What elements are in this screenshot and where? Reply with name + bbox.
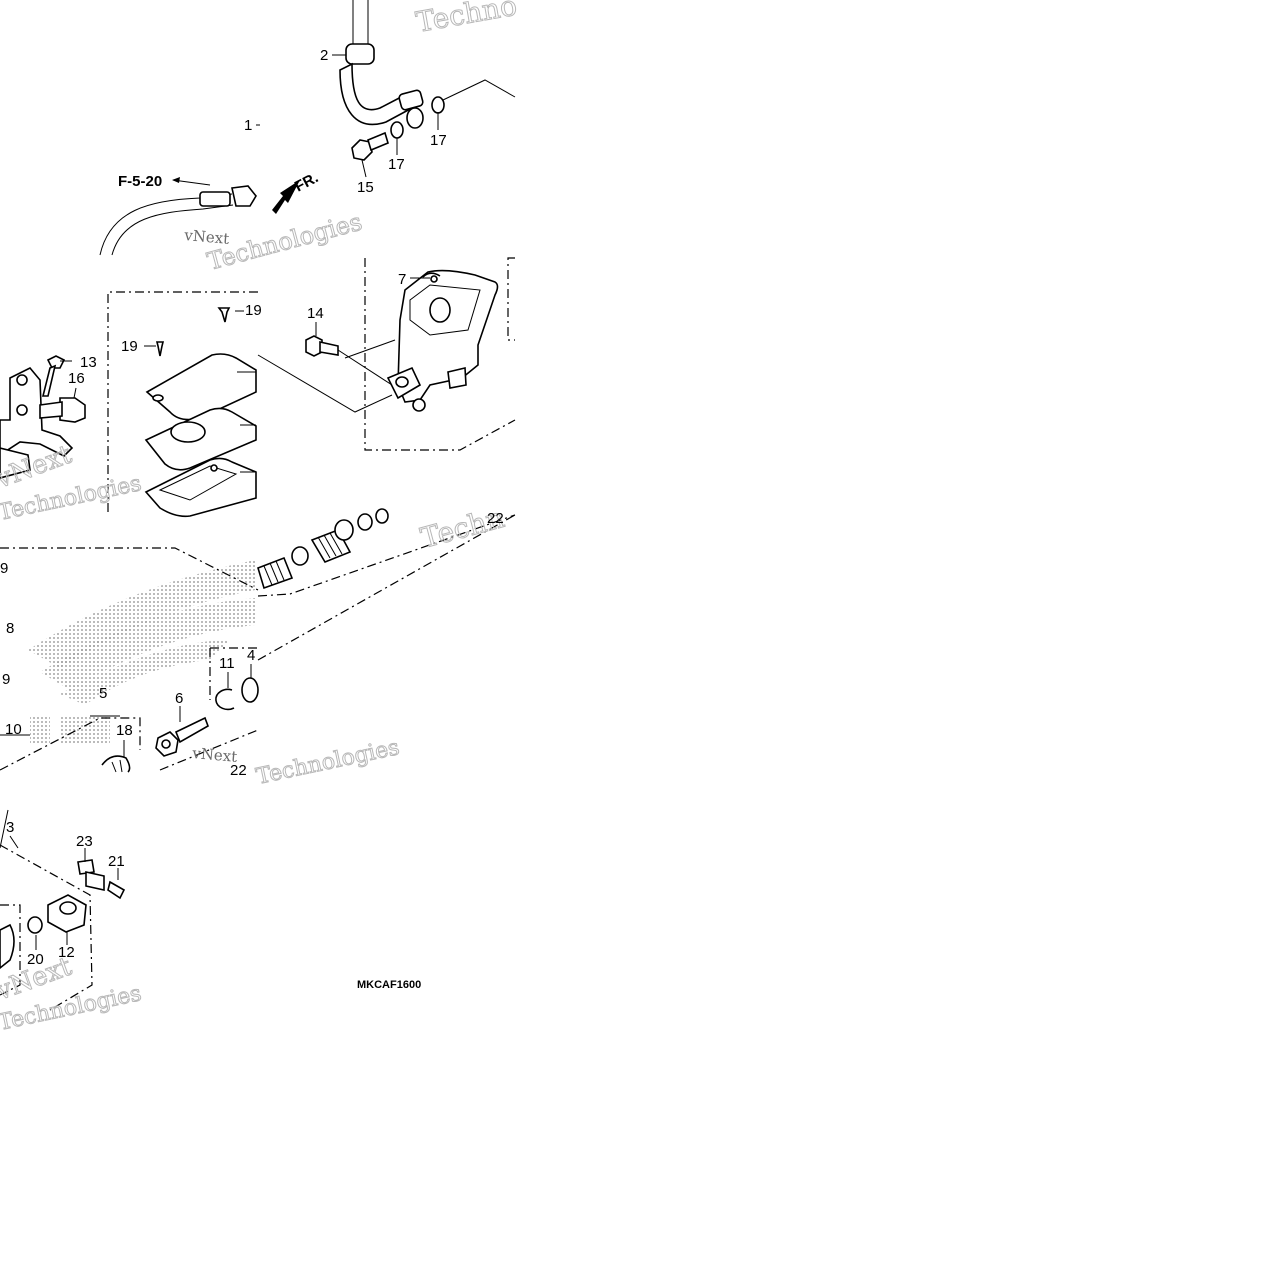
callout-leaders: [60, 54, 439, 399]
callout-14: 14: [307, 305, 324, 322]
reservoir-cap: [145, 353, 257, 421]
screw-19b: [217, 307, 231, 323]
reservoir-cover-group: [107, 291, 258, 518]
callout-20: 20: [27, 951, 44, 968]
watermark-vnext-a: vNext: [183, 226, 230, 248]
boot-4: [241, 677, 259, 703]
clip-18: [101, 755, 131, 773]
banjo-bolt: [351, 139, 373, 161]
callout-23: 23: [76, 833, 93, 850]
brake-hose-group: [99, 0, 516, 256]
callout-22b: 22: [230, 762, 247, 779]
callout-10: 10: [5, 721, 22, 738]
watermark-tech-a: Technologies: [204, 208, 365, 276]
push-rod-group: [0, 514, 516, 773]
callout-13: 13: [80, 354, 97, 371]
master-cylinder-body: [397, 269, 499, 403]
callout-3: 3: [6, 819, 14, 836]
callout-5: 5: [99, 685, 107, 702]
sealing-washer-17a: [431, 96, 445, 114]
banjo-washer: [406, 107, 424, 129]
watermarks: Techno vNext Technologies vNext Technolo…: [0, 0, 520, 1036]
brake-hose-bend: [339, 62, 414, 126]
sealing-washer-17b: [390, 121, 404, 139]
callout-17a: 17: [430, 132, 447, 149]
callout-22a: 22: [487, 510, 504, 527]
bolt-13: [46, 355, 66, 369]
hose-clamp: [345, 43, 375, 65]
callout-19a: 19: [121, 338, 138, 355]
callout-1: 1: [244, 117, 252, 134]
diaphragm: [144, 457, 257, 518]
seal-ring: [291, 546, 309, 566]
callout-16: 16: [68, 370, 85, 387]
callout-7: 7: [398, 271, 406, 288]
callout-19b: 19: [245, 302, 262, 319]
nut-16: [59, 397, 86, 423]
watermark-tech-c: Technologies: [254, 735, 402, 790]
snap-ring-11: [215, 688, 235, 711]
screw-19a: [155, 341, 165, 357]
callout-17b: 17: [388, 156, 405, 173]
callout-21: 21: [108, 853, 125, 870]
diagram-code: MKCAF1600: [357, 979, 421, 991]
nut-20: [27, 916, 43, 934]
callout-numbers: 1 2 3 4 5 6 7 8 9 9 10 11 12 13 14 15 16…: [0, 47, 504, 968]
callout-8: 8: [6, 620, 14, 637]
spring-dark: [257, 556, 294, 590]
callout-9a: 9: [0, 560, 8, 577]
diaphragm-hole: [170, 421, 206, 443]
watermark-vnext-c: vNext: [191, 744, 238, 766]
callout-18: 18: [116, 722, 133, 739]
callout-2: 2: [320, 47, 328, 64]
callout-4: 4: [247, 647, 255, 664]
lever-boss: [0, 923, 15, 970]
wing-logo-watermark: [28, 560, 255, 744]
master-cylinder-group: [257, 257, 516, 451]
mount-bracket: [0, 367, 74, 457]
callout-15: 15: [357, 179, 374, 196]
reference-label[interactable]: F-5-20: [118, 173, 162, 190]
front-arrow-icon: [272, 180, 300, 214]
pin-23: [77, 859, 95, 875]
cup-seal: [357, 513, 373, 531]
bracket-group: [0, 355, 86, 479]
callout-12: 12: [58, 944, 75, 961]
push-rod: [174, 716, 209, 744]
callout-6: 6: [175, 690, 183, 707]
piston-assembly: [0, 508, 516, 597]
callout-9b: 9: [2, 671, 10, 688]
lever-pivot-group: [0, 809, 126, 1011]
callout-11: 11: [219, 655, 235, 672]
spring-21: [107, 880, 126, 900]
direction-label: FR.: [292, 169, 321, 195]
watermark-top: Techno: [413, 0, 519, 39]
watermark-mid: Techn: [417, 501, 507, 555]
